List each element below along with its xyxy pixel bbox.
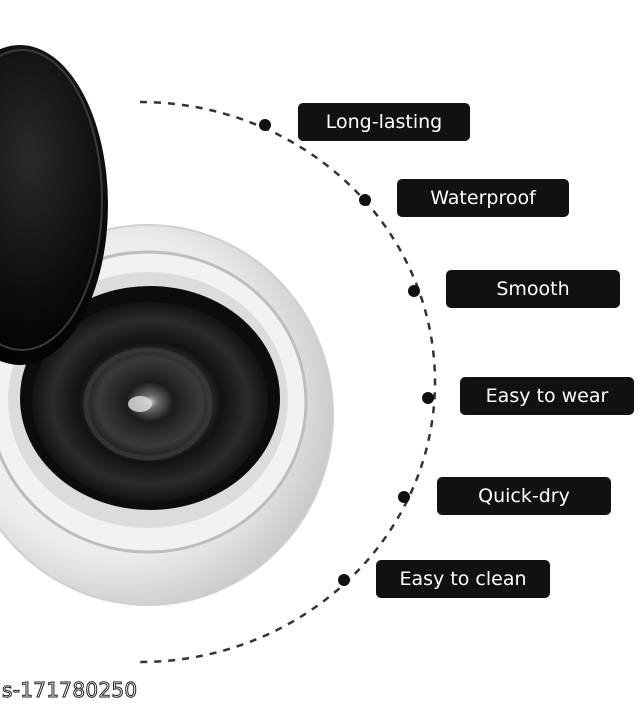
feature-tag-quick-dry: Quick-dry [437,477,611,515]
gel-ripple [83,347,213,461]
arc-dot [408,285,420,297]
arc-dot [338,574,350,586]
jar-lid-edge [0,49,103,351]
feature-tag-waterproof: Waterproof [397,179,569,217]
watermark-id: s-171780250 [1,678,138,703]
arc-dot [398,491,410,503]
gel-highlight [128,396,152,412]
feature-tag-easy-to-wear: Easy to wear [460,377,634,415]
arc-dot [359,194,371,206]
dashed-arc [139,100,437,664]
feature-tag-easy-to-clean: Easy to clean [376,560,550,598]
arc-dot [422,392,434,404]
jar-lid [0,45,108,365]
feature-tag-long-lasting: Long-lasting [298,103,470,141]
feature-tag-smooth: Smooth [446,270,620,308]
arc-dot [259,119,271,131]
